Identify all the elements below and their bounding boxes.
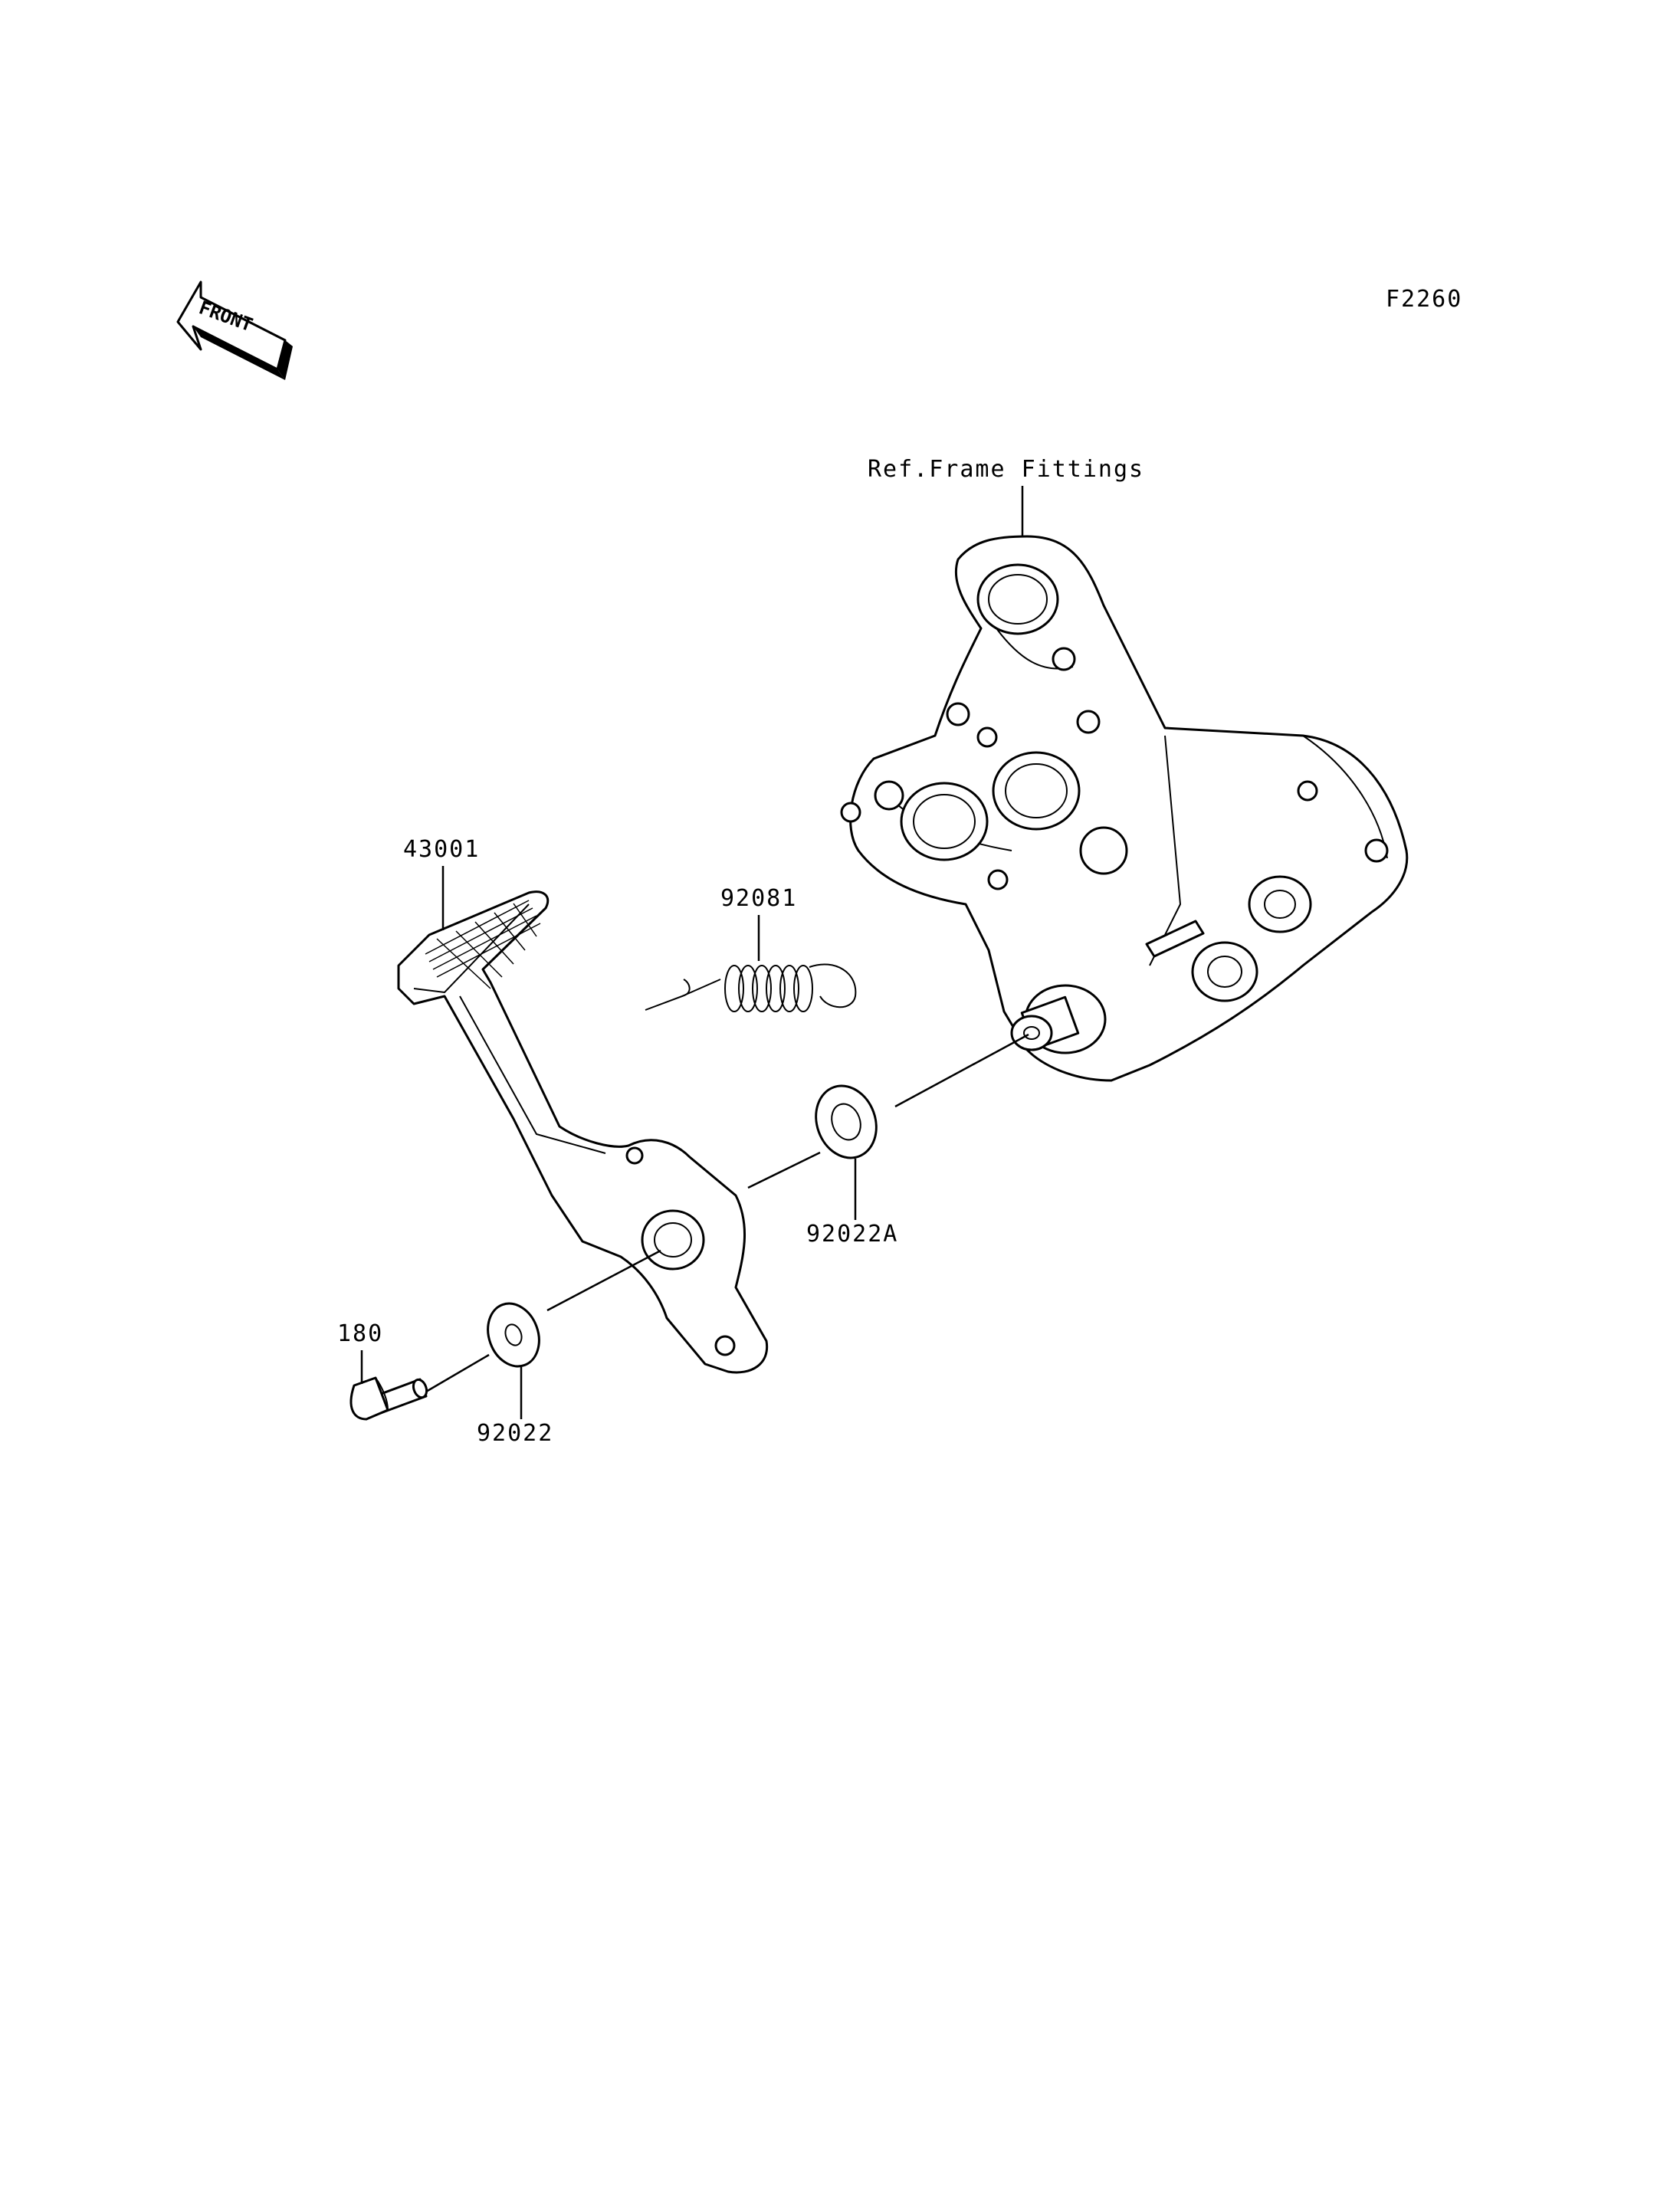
- frame-fitting-bracket: [840, 535, 1409, 1082]
- washer-92022: [487, 1302, 540, 1368]
- callout-43001: 43001: [403, 836, 480, 863]
- front-arrow-icon: FRONT: [176, 280, 293, 380]
- callout-92081: 92081: [720, 885, 797, 912]
- callout-92022a: 92022A: [806, 1221, 898, 1248]
- axis-line-pedal: [546, 1249, 661, 1312]
- callout-92022: 92022: [477, 1420, 553, 1447]
- axis-line-bracket: [894, 1033, 1029, 1108]
- washer-92022a: [815, 1084, 878, 1159]
- figure-code: F2260: [1386, 286, 1462, 313]
- pedal-tread: [425, 900, 541, 989]
- reference-label: Ref.Frame Fittings: [868, 456, 1144, 483]
- callout-180: 180: [337, 1320, 383, 1347]
- bolt-180: [349, 1376, 428, 1421]
- axis-line-bolt: [425, 1353, 490, 1393]
- return-spring: [645, 963, 857, 1012]
- axis-line-washer-a: [747, 1151, 821, 1189]
- brake-pedal: [397, 890, 769, 1374]
